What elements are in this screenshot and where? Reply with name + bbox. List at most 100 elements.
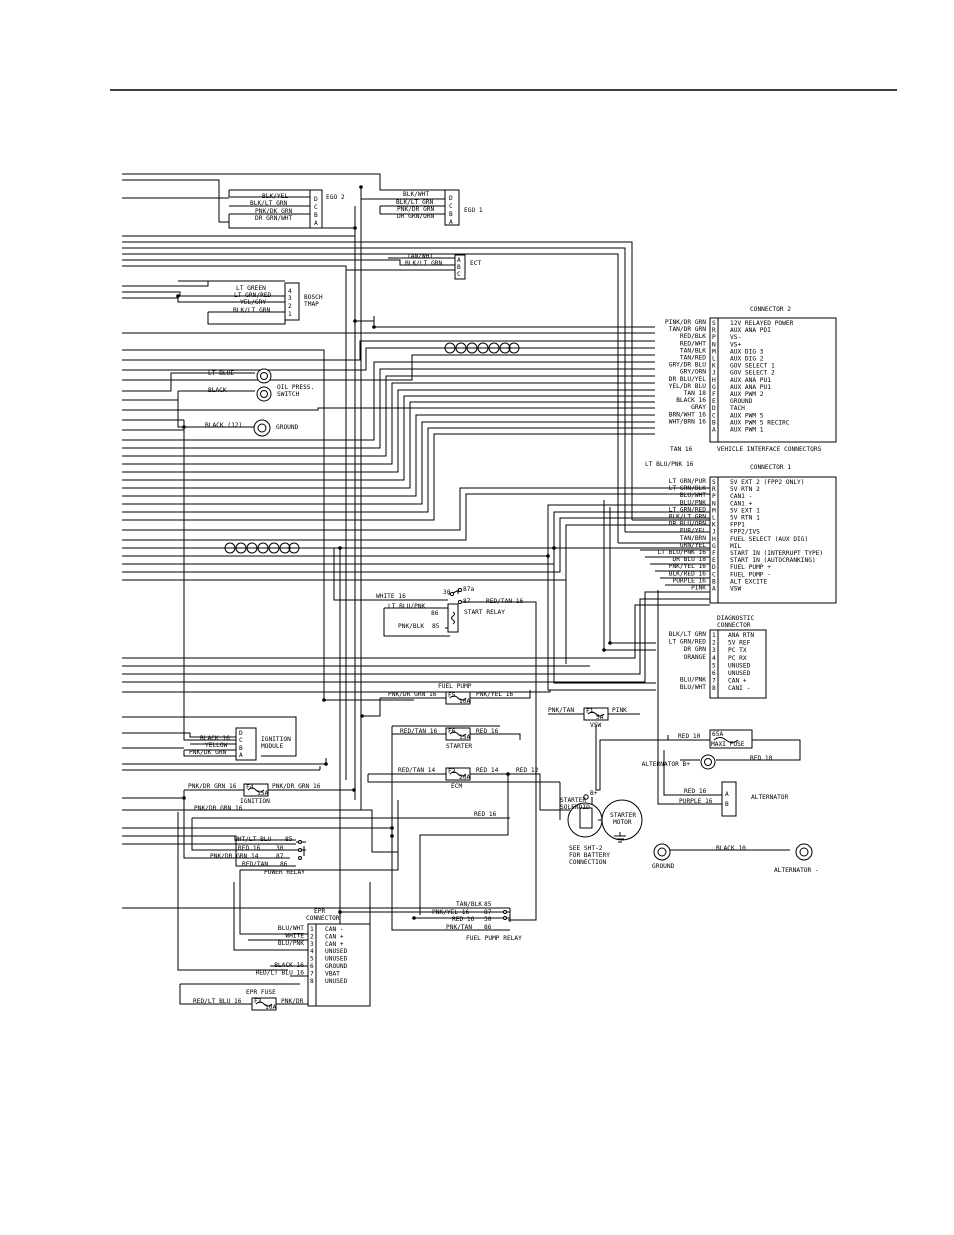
- conn2-pin: F: [712, 391, 716, 398]
- epr-function: VBAT: [325, 970, 340, 977]
- conn1-function: 5V EXT 2 (FPP2 ONLY): [730, 479, 805, 486]
- ign-wire: YELLOW: [205, 742, 228, 749]
- fprelay-wire: TAN/BLK: [456, 901, 482, 908]
- bosch-title: BOSCH: [304, 294, 323, 301]
- prelay-pin: 86: [280, 861, 288, 868]
- starter-motor-icon: [601, 799, 643, 841]
- bosch-pin: 2: [288, 303, 292, 310]
- starter-motor-label: MOTOR: [613, 819, 632, 826]
- ect-wire: BLK/LT GRN: [405, 260, 443, 267]
- fprelay-pin: 85: [484, 901, 492, 908]
- fuse-wire: PNK/DR GRN 16: [194, 805, 243, 812]
- epr-pin: 5: [310, 956, 314, 963]
- ego2-wire: DR GRN/WHT: [255, 215, 293, 222]
- conn2-pin: C: [712, 412, 716, 419]
- ground2-label: GROUND: [652, 863, 675, 870]
- conn1-wire: BLK/RED 16: [669, 570, 707, 577]
- epr-function: CAN +: [325, 933, 344, 940]
- conn1-pin: K: [712, 522, 716, 529]
- ego2-wire: PNK/DK GRN: [255, 208, 293, 215]
- conn1-wire: BLU/PNK: [680, 499, 706, 506]
- epr-function: CAN +: [325, 941, 344, 948]
- conn2-function: AUX DIG 3: [730, 348, 764, 355]
- conn2-pin: L: [712, 356, 716, 363]
- conn2-function: VS+: [730, 341, 741, 348]
- conn1-title: CONNECTOR 1: [750, 464, 791, 471]
- conn1-pin: A: [712, 586, 716, 593]
- conn2-caption: VEHICLE INTERFACE CONNECTORS: [717, 446, 822, 453]
- fuse-label: IGNITION: [240, 798, 270, 805]
- diag-function: UNUSED: [728, 662, 751, 669]
- conn2-function: AUX ANA PU1: [730, 384, 771, 391]
- starter-assembly: B+ STARTER SOLENOID STARTER MOTOR SEE SH…: [474, 790, 643, 866]
- conn2-pin: P: [712, 334, 716, 341]
- conn2-title: CONNECTOR 2: [750, 306, 791, 313]
- conn1-pin: D: [712, 564, 716, 571]
- conn2-wire: GRY/ORN: [680, 369, 706, 376]
- fuse-wire: RED 12: [516, 767, 539, 774]
- epr-pin: 2: [310, 933, 314, 940]
- alternator: A B ALTERNATOR RED 16 PURPLE 16: [679, 781, 789, 817]
- fuse-rating: 15A: [459, 734, 470, 741]
- starter-wire: RED 16: [474, 811, 497, 818]
- conn1-pin: L: [712, 515, 716, 522]
- diag-wire: BLK/LT GRN: [669, 631, 707, 638]
- conn1-wire: PURPLE 16: [672, 577, 706, 584]
- conn2-function: AUX PWM 1: [730, 427, 764, 434]
- fuse-out: PNK/DR GRN 16: [272, 783, 321, 790]
- fuse-in: PNK/DR GRN 16: [388, 691, 437, 698]
- ego2-pin: A: [314, 220, 318, 227]
- conn1-function: FPP2/IVS: [730, 529, 760, 536]
- conn2-wire: RED/WHT: [680, 340, 706, 347]
- ego2-pin: D: [314, 196, 318, 203]
- start-relay-out: RED/TAN 16: [486, 598, 524, 605]
- diag-pin: 6: [712, 670, 716, 677]
- conn2-pin: D: [712, 405, 716, 412]
- conn1-pin: J: [712, 529, 716, 536]
- ego1-wire: PNK/DR GRN: [397, 206, 435, 213]
- diag-title: CONNECTOR: [717, 622, 751, 629]
- diag-function: PC RX: [728, 655, 747, 662]
- diag-wire: ORANGE: [684, 654, 707, 661]
- fprelay-wire: PNK/TAN: [446, 924, 472, 931]
- conn2-pin: S: [712, 320, 716, 327]
- oil-label: SWITCH: [277, 391, 300, 398]
- ign-title: IGNITION: [261, 736, 291, 743]
- diag-pin: 2: [712, 640, 716, 647]
- bosch-pin: 4: [288, 288, 292, 295]
- epr-function: UNUSED: [325, 978, 348, 985]
- conn1-pin: H: [712, 536, 716, 543]
- conn2-function: AUX PWM 5 RECIRC: [730, 419, 790, 426]
- epr-function: UNUSED: [325, 948, 348, 955]
- fuse-rating: 15A: [257, 790, 268, 797]
- ign-pin: D: [239, 730, 243, 737]
- bosch-wire: YEL/GRY: [240, 299, 266, 306]
- start-relay-title: START RELAY: [464, 609, 505, 616]
- prelay-title: POWER RELAY: [264, 869, 305, 876]
- conn1-lead: LT BLU/PNK 16: [645, 461, 694, 468]
- starter-motor-label: STARTER: [610, 812, 636, 819]
- conn2-wire: TAN/BLK: [680, 347, 706, 354]
- epr-title: EPR: [314, 908, 325, 915]
- fuse-label: STARTER: [446, 743, 472, 750]
- conn2-function: TACH: [730, 405, 745, 412]
- epr-wire: RED/LT BLU 16: [256, 969, 305, 976]
- conn1-wire: LT GRN/RED: [669, 506, 707, 513]
- starter-solenoid-label: SOLENOID: [560, 804, 590, 811]
- conn2-extra: TAN 16: [670, 446, 693, 453]
- fuse-rating: 20A: [459, 774, 470, 781]
- prelay-wire: PNK/DR GRN 14: [210, 853, 259, 860]
- alt-b-label: ALTERNATOR B+: [642, 761, 691, 768]
- start-relay-wire: LT BLU/PNK: [388, 603, 426, 610]
- ect-pin: B: [457, 264, 461, 271]
- ego1-pin: D: [449, 195, 453, 202]
- epr-wire: WHITE: [285, 932, 304, 939]
- conn1-function: FUEL SELECT (AUX DIG): [730, 536, 808, 543]
- twisted-pair-coil-1: [444, 342, 520, 354]
- alt-pin: A: [725, 791, 729, 798]
- conn2-pin: A: [712, 427, 716, 434]
- fuse-in: RED/TAN 14: [398, 767, 436, 774]
